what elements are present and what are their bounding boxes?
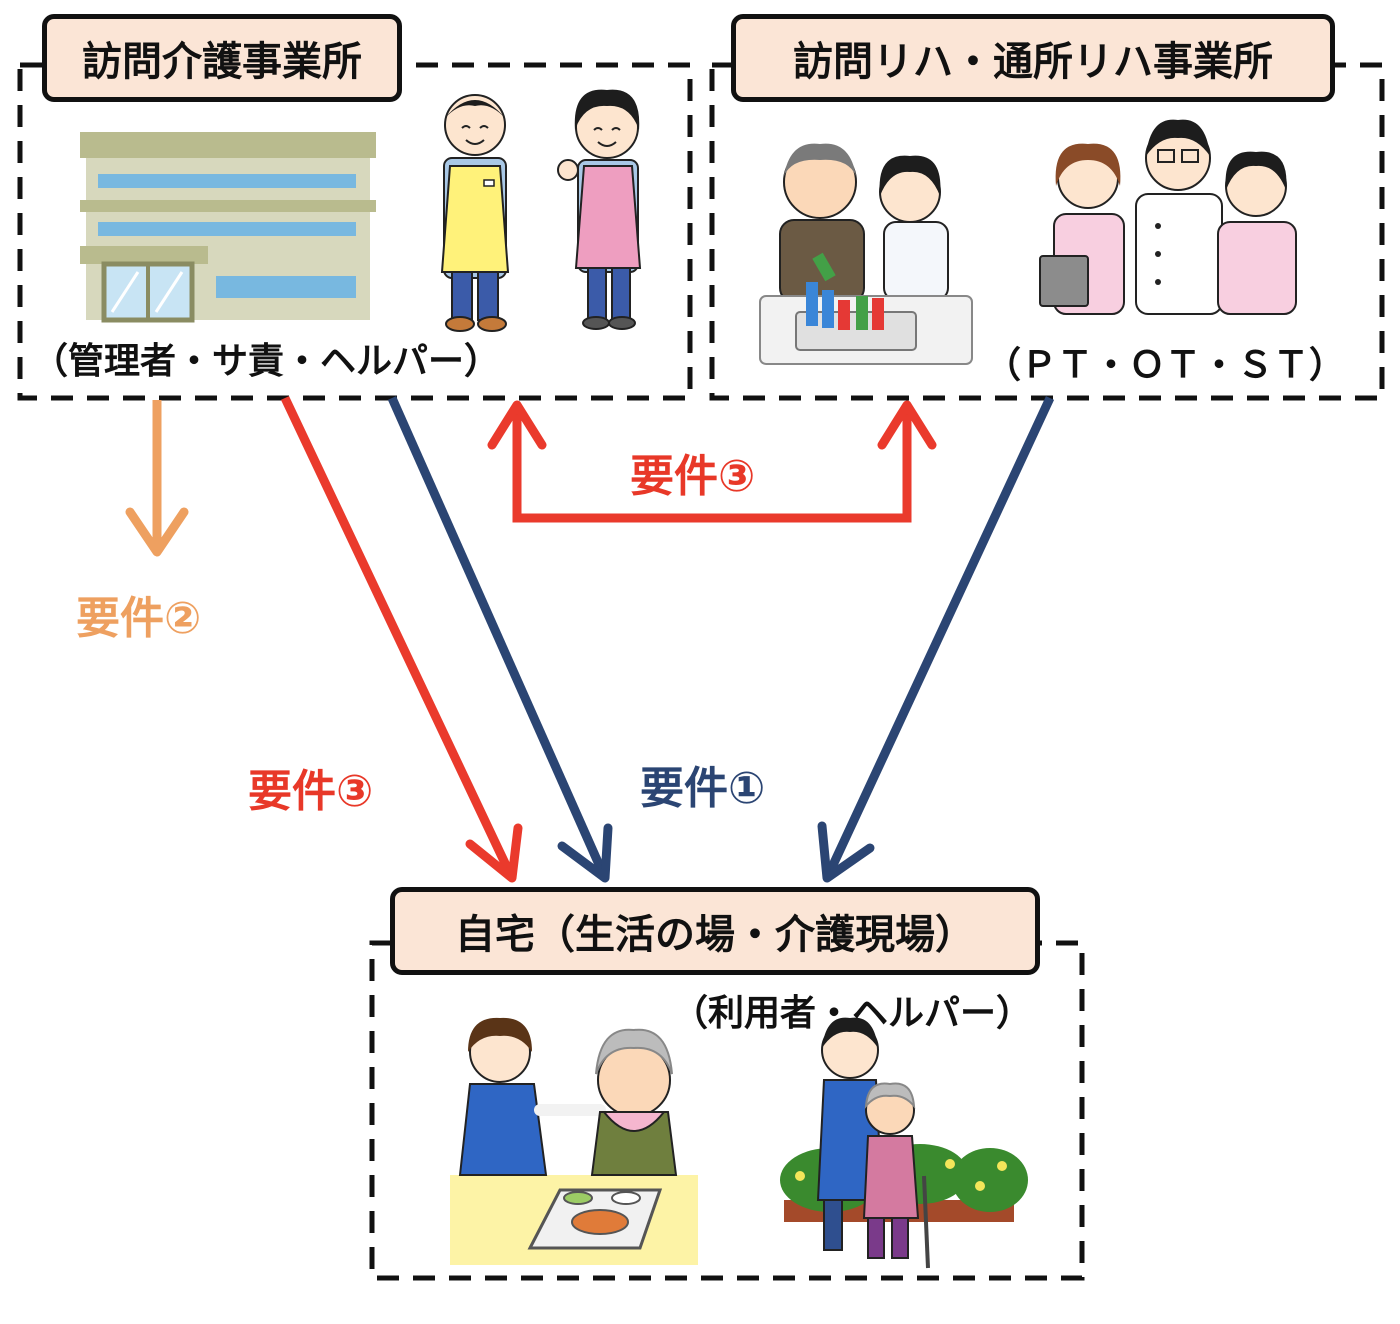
label-requirement-1: 要件① — [640, 763, 766, 814]
arrow-requirement-3-care-to-home — [280, 396, 523, 883]
rehab-office-title: 訪問リハ・通所リハ事業所 — [731, 14, 1335, 102]
care-office-title: 訪問介護事業所 — [42, 14, 402, 102]
label-requirement-3-top: 要件③ — [630, 451, 756, 502]
home-title-text: 自宅（生活の場・介護現場） — [455, 912, 975, 958]
arrow-requirement-3-between-offices — [487, 400, 937, 523]
home-frame — [369, 940, 1085, 1281]
rehab-office-caption: （ＰＴ・ＯＴ・ＳＴ） — [985, 345, 1346, 386]
label-requirement-2: 要件② — [76, 593, 202, 644]
male-helper-illustration — [440, 94, 510, 332]
home-caption: （利用者・ヘルパー） — [672, 993, 1033, 1034]
rehab-training-illustration — [759, 143, 973, 365]
office-building-illustration — [80, 132, 376, 323]
label-requirement-3-left: 要件③ — [248, 766, 374, 817]
therapist-team-illustration — [1039, 119, 1297, 315]
female-helper-illustration — [557, 89, 642, 330]
walking-assistance-illustration — [780, 1017, 1028, 1269]
arrow-requirement-2 — [125, 400, 189, 557]
arrow-requirement-1-care-to-home — [387, 396, 613, 883]
care-office-caption: （管理者・サ責・ヘルパー） — [32, 341, 501, 382]
home-title: 自宅（生活の場・介護現場） — [390, 887, 1040, 975]
rehab-office-title-text: 訪問リハ・通所リハ事業所 — [793, 39, 1273, 85]
arrow-requirement-1-rehab-to-home — [817, 396, 1055, 883]
care-office-title-text: 訪問介護事業所 — [82, 39, 362, 85]
meal-assistance-illustration — [450, 1017, 698, 1265]
